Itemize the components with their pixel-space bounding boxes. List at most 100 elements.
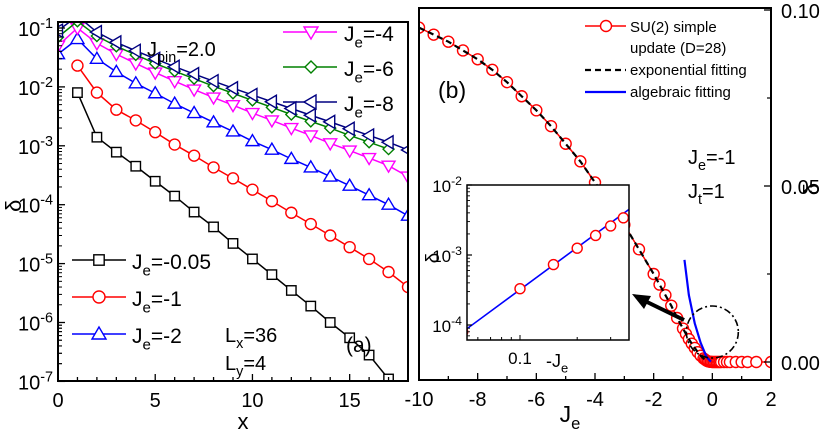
triangle-left-marker: [264, 94, 278, 110]
circle-marker: [750, 355, 763, 369]
triangle-down-marker: [244, 107, 261, 121]
circle-marker: [285, 206, 298, 219]
triangle-up-marker: [244, 133, 261, 147]
triangle-up-marker: [283, 150, 300, 165]
circle-marker: [456, 44, 470, 57]
panel-label: (a): [346, 334, 372, 357]
square-marker: [266, 269, 278, 281]
y-tick-label: 0.05: [781, 177, 820, 199]
diamond-marker: [304, 60, 318, 74]
triangle-left-marker: [380, 134, 394, 150]
triangle-down-marker: [205, 92, 222, 106]
series-su2: [419, 21, 771, 369]
circle-marker: [207, 161, 220, 174]
series-line: [76, 65, 408, 288]
triangle-up-marker: [400, 207, 408, 221]
triangle-left-marker: [127, 43, 141, 59]
triangle-down-marker: [58, 40, 66, 54]
x-axis-label: Je​: [560, 401, 581, 432]
circle-marker: [571, 242, 583, 254]
zoom-circle-highlight: [685, 305, 740, 359]
circle-marker: [653, 278, 666, 291]
legend-label: algebraic fitting: [630, 84, 731, 101]
diamond-marker: [71, 22, 84, 28]
inset-y-tick-label: 10-3​: [432, 244, 462, 266]
circle-marker: [149, 126, 162, 139]
triangle-left-marker: [89, 24, 103, 40]
triangle-up-marker: [147, 85, 163, 99]
circle-marker: [343, 240, 356, 254]
x-tick-label: 10: [241, 390, 263, 412]
triangle-left-marker: [341, 120, 355, 137]
square-marker: [344, 332, 356, 344]
square-marker: [169, 190, 181, 202]
x-tick-label: -2: [645, 389, 663, 411]
annotation-lx: Lx​=36: [225, 325, 277, 352]
triangle-up-marker: [90, 325, 108, 340]
triangle-up-marker: [69, 31, 86, 45]
circle-marker: [382, 265, 395, 279]
triangle-up-marker: [322, 168, 338, 182]
triangle-down-marker: [361, 152, 377, 166]
x-tick-label: 2: [765, 389, 776, 411]
legend-entry: Je​=-8: [283, 93, 394, 121]
square-marker: [247, 253, 258, 265]
inset-y-tick-label: 10-4​: [432, 314, 462, 336]
circle-marker: [110, 103, 123, 116]
triangle-down-marker: [302, 26, 320, 41]
legend-entry: Je​=-4: [283, 23, 394, 51]
y-tick-label: 0.10: [781, 1, 820, 23]
y-tick-label: 10-7​: [18, 369, 53, 394]
triangle-left-marker: [302, 107, 316, 123]
triangle-left-marker: [322, 114, 336, 130]
triangle-left-marker: [186, 66, 200, 82]
series-j-e-1: [71, 59, 408, 294]
circle-marker: [92, 290, 106, 304]
x-tick-label: -8: [469, 389, 487, 411]
x-tick-label: -6: [527, 389, 545, 411]
y-tick-label: 0.00: [781, 353, 820, 375]
legend-label: SU(2) simple: [630, 19, 717, 36]
square-marker: [91, 131, 103, 143]
inset-x-tick-label: 0.1: [508, 349, 532, 368]
triangle-down-marker: [166, 75, 183, 90]
x-axis-label: x: [238, 409, 249, 432]
circle-marker: [265, 194, 279, 208]
circle-marker: [589, 229, 602, 242]
circle-marker: [129, 114, 142, 127]
series-j-e-4: [58, 22, 408, 185]
arrow-head-icon: [632, 294, 651, 309]
triangle-left-marker: [79, 22, 83, 24]
square-marker: [305, 300, 317, 312]
legend-label: exponential fitting: [630, 62, 747, 79]
triangle-left-marker: [283, 100, 297, 117]
circle-marker: [639, 200, 649, 210]
triangle-up-marker: [341, 177, 358, 191]
triangle-up-marker: [303, 159, 319, 173]
circle-marker: [362, 252, 376, 266]
circle-marker: [401, 280, 408, 294]
legend-entry: Je​=-6: [283, 58, 394, 86]
triangle-up-marker: [128, 75, 144, 89]
legend-entry: Je​=-1: [72, 288, 182, 316]
triangle-left-marker: [244, 87, 258, 103]
triangle-down-marker: [303, 130, 319, 144]
series-j-e-0-05: [72, 87, 394, 381]
triangle-left-marker: [302, 93, 317, 111]
legend-entry: Je​=-2: [72, 325, 182, 353]
circle-marker: [604, 220, 617, 232]
square-marker: [110, 146, 122, 158]
triangle-up-marker: [361, 187, 377, 201]
annotation-jpin: Jpin​=2.0: [147, 39, 216, 66]
legend-entry: Je​=-0.05: [72, 251, 211, 279]
circle-marker: [168, 138, 181, 151]
square-marker: [324, 317, 336, 328]
inset-chart: 10-2​10-3​10-4​0.1-Je​δ: [423, 174, 649, 375]
triangle-down-marker: [322, 138, 338, 152]
inset-y-tick-label: 10-2​: [432, 174, 462, 196]
x-tick-label: 0: [707, 389, 718, 411]
triangle-up-marker: [166, 95, 183, 109]
square-marker: [227, 238, 239, 249]
x-tick-label: 5: [150, 390, 161, 412]
